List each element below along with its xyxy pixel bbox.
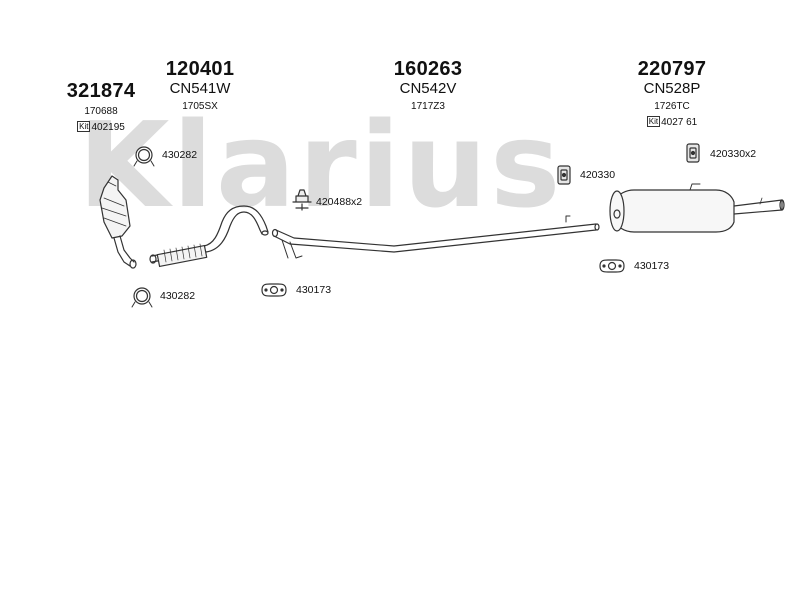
clamp-label: 430282 <box>162 149 198 161</box>
part-code: CN528P <box>643 80 701 97</box>
rear-silencer-icon <box>609 183 785 233</box>
brand-watermark: Klarius <box>78 96 564 234</box>
catalytic-converter-icon <box>99 175 137 269</box>
rubber-mount-icon <box>292 189 312 211</box>
intermediate-pipe-icon <box>271 215 600 259</box>
gasket-label: 430173 <box>634 260 670 272</box>
reference-code: 1705SX <box>182 101 218 112</box>
kit-badge-icon: Kit <box>77 121 91 132</box>
part-intermediate-pipe: 160263 CN542V 1717Z3 <box>388 58 468 113</box>
reference-code: 1717Z3 <box>411 101 445 112</box>
clamp-label: 430282 <box>160 290 196 302</box>
part-number: 120401 <box>165 58 235 80</box>
front-pipe-icon <box>149 205 269 268</box>
rubber-mount-icon <box>557 165 571 185</box>
exhaust-clamp-icon <box>131 287 153 308</box>
rubber-mount-icon <box>686 143 700 163</box>
kit-number: 4027 61 <box>661 117 698 128</box>
gasket-icon <box>261 283 287 297</box>
mount-label: 420330 <box>580 169 616 181</box>
mount-label: 420330x2 <box>710 148 757 160</box>
kit-number: 402195 <box>91 122 125 133</box>
kit-badge-icon: Kit <box>646 116 661 127</box>
exhaust-clamp-icon <box>133 146 155 167</box>
reference-code: 170688 <box>84 106 118 117</box>
part-code: CN541W <box>169 80 231 97</box>
part-number: 160263 <box>393 58 463 80</box>
reference-code: 1726TC <box>654 101 690 112</box>
part-front-pipe: 120401 CN541W 1705SX <box>160 58 240 113</box>
part-code: CN542V <box>399 80 457 97</box>
gasket-icon <box>599 259 625 273</box>
part-number: 321874 <box>66 80 136 102</box>
gasket-label: 430173 <box>296 284 332 296</box>
mount-label: 420488x2 <box>316 196 363 208</box>
part-number: 220797 <box>637 58 707 80</box>
